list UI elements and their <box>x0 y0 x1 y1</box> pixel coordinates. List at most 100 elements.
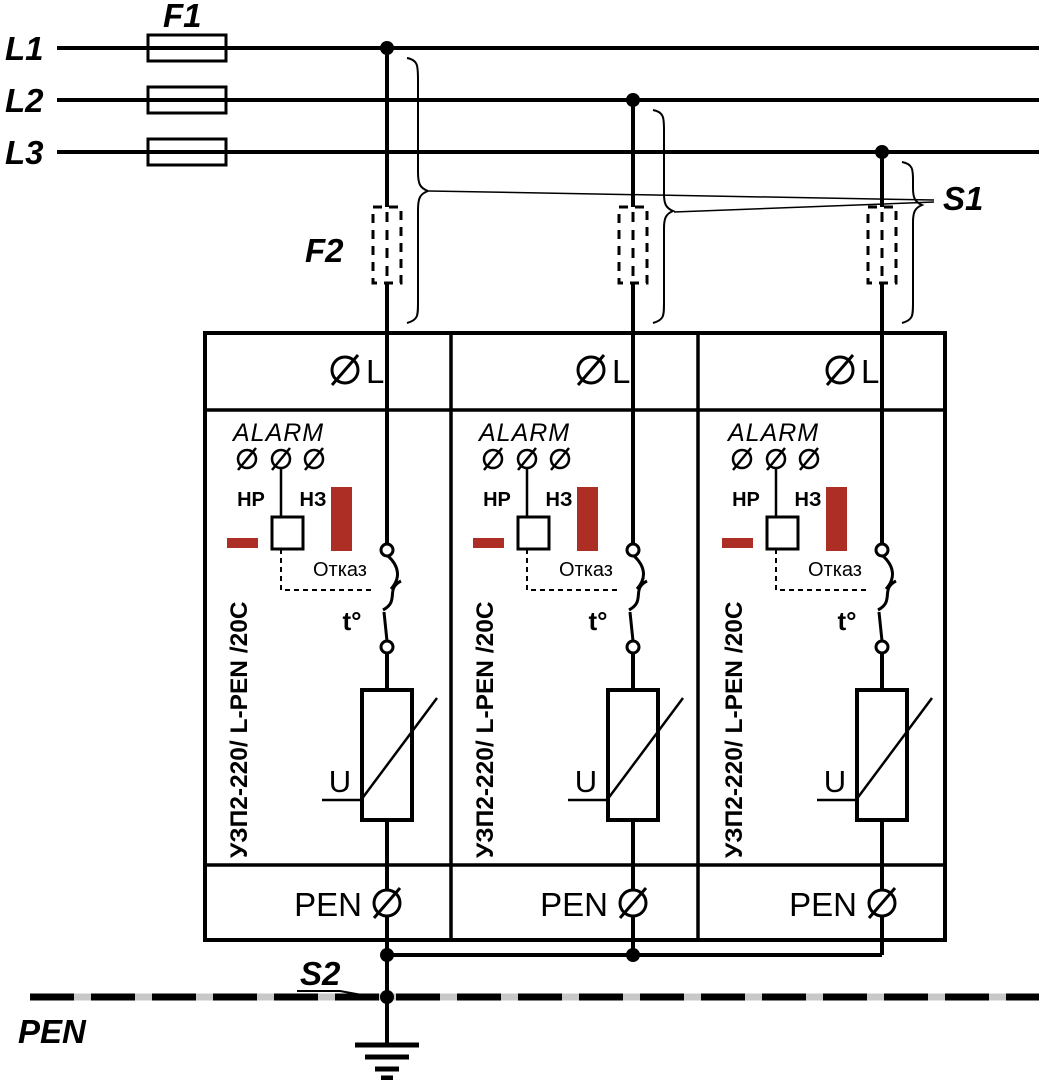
terminal-l-slash <box>330 354 360 386</box>
earth-ground-icon <box>355 1042 419 1080</box>
status-flag-ok-icon <box>473 538 504 548</box>
terminal-l-slash <box>576 354 606 386</box>
alarm-label: ALARM <box>231 419 324 447</box>
terminal-pen-slash <box>867 887 897 919</box>
contact-no-label: НР <box>732 489 760 511</box>
module-model-label: УЗП2-220/ L-PEN /20С <box>721 601 748 858</box>
thermal-contact-top-icon <box>379 542 395 558</box>
fuse-symbol-l1 <box>146 33 228 63</box>
status-flag-fail-icon <box>826 487 847 551</box>
fail-label: Отказ <box>808 559 862 581</box>
thermal-link-dashed-line <box>775 549 867 591</box>
module-model-label: УЗП2-220/ L-PEN /20С <box>226 601 253 858</box>
spd-module: L ALARM НР НЗ Отказ t° U PEN УЗП2 <box>472 205 685 955</box>
varistor-body-icon <box>606 688 660 822</box>
varistor-diagonal <box>322 697 439 802</box>
thermal-label: t° <box>588 606 607 636</box>
varistor-u-label: U <box>329 764 351 799</box>
s2-label: S2 <box>300 955 341 992</box>
thermal-lower-link <box>628 611 635 642</box>
contact-nc-label: НЗ <box>300 489 327 511</box>
contact-no-label: НР <box>237 489 265 511</box>
alarm-terminal-slash <box>766 447 786 471</box>
fuse-symbol-l2 <box>146 85 228 115</box>
spd-enclosure-frame <box>203 331 947 942</box>
changeover-contact-icon <box>516 515 551 551</box>
fuse-group-f1: F1 <box>146 0 228 167</box>
terminal-pen-slash <box>372 887 402 919</box>
thermal-contact-top-icon <box>874 542 890 558</box>
brace-3 <box>901 161 925 324</box>
thermal-contact-bottom-icon <box>379 639 395 655</box>
varistor-body-icon <box>855 688 909 822</box>
disconnect-f2-label: F2 <box>305 232 344 269</box>
s1-pointer-line-1 <box>428 190 935 201</box>
thermal-contact-bottom-icon <box>625 639 641 655</box>
thermal-squiggle <box>628 579 648 612</box>
thermal-contact-top-icon <box>625 542 641 558</box>
alarm-label: ALARM <box>726 419 819 447</box>
changeover-contact-icon <box>765 515 800 551</box>
terminal-l-label: L <box>366 353 384 390</box>
thermal-squiggle <box>877 579 897 612</box>
pen-bus-label: PEN <box>18 1013 87 1050</box>
fail-label: Отказ <box>313 559 367 581</box>
switch-s1-label: S1 <box>943 180 983 217</box>
thermal-squiggle <box>382 579 402 612</box>
contact-nc-label: НЗ <box>795 489 822 511</box>
thermal-lower-link <box>877 611 884 642</box>
brace-1 <box>406 57 431 324</box>
alarm-terminal-slash <box>732 447 752 471</box>
s1-pointer-line-2 <box>673 201 935 213</box>
alarm-terminal-slash <box>550 447 570 471</box>
pen-bus-junction-dot <box>380 990 394 1004</box>
module-model-label: УЗП2-220/ L-PEN /20С <box>472 601 499 858</box>
thermal-label: t° <box>342 606 361 636</box>
frame-outline <box>203 331 947 942</box>
contact-nc-label: НЗ <box>546 489 573 511</box>
varistor-diagonal <box>817 697 934 802</box>
varistor-u-label: U <box>575 764 597 799</box>
alarm-label: ALARM <box>477 419 570 447</box>
phase-label-l3: L3 <box>5 134 44 171</box>
disconnect-annotations: F2 S1 <box>305 57 983 324</box>
terminal-pen-label: PEN <box>540 886 608 923</box>
terminal-pen-label: PEN <box>294 886 362 923</box>
phase-label-l1: L1 <box>5 30 44 67</box>
changeover-contact-icon <box>270 515 305 551</box>
pen-connections: S2 PEN <box>18 948 1039 1080</box>
fail-label: Отказ <box>559 559 613 581</box>
thermal-label: t° <box>837 606 856 636</box>
terminal-pen-slash <box>618 887 648 919</box>
status-flag-fail-icon <box>577 487 598 551</box>
thermal-lower-link <box>382 611 389 642</box>
terminal-l-slash <box>825 354 855 386</box>
varistor-diagonal <box>568 697 685 802</box>
phase-label-l2: L2 <box>5 82 44 119</box>
status-flag-ok-icon <box>722 538 753 548</box>
fuse-f1-label: F1 <box>163 0 202 34</box>
terminal-l-label: L <box>612 353 630 390</box>
thermal-contact-bottom-icon <box>874 639 890 655</box>
alarm-terminal-slash <box>799 447 819 471</box>
alarm-terminal-slash <box>517 447 537 471</box>
contact-no-label: НР <box>483 489 511 511</box>
alarm-terminal-slash <box>304 447 324 471</box>
tap-conductors <box>380 41 889 208</box>
alarm-terminal-slash <box>483 447 503 471</box>
status-flag-ok-icon <box>227 538 258 548</box>
terminal-l-label: L <box>861 353 879 390</box>
brace-2 <box>652 109 676 324</box>
spd-module: L ALARM НР НЗ Отказ t° U PEN УЗП2 <box>721 205 934 955</box>
thermal-link-dashed-line <box>526 549 618 591</box>
status-flag-fail-icon <box>331 487 352 551</box>
alarm-terminal-slash <box>237 447 257 471</box>
thermal-link-dashed-line <box>280 549 372 591</box>
varistor-u-label: U <box>824 764 846 799</box>
spd-module: L ALARM НР НЗ Отказ t° U PEN УЗП2 <box>226 205 439 955</box>
alarm-terminal-slash <box>271 447 291 471</box>
terminal-pen-label: PEN <box>789 886 857 923</box>
fuse-symbol-l3 <box>146 137 228 167</box>
